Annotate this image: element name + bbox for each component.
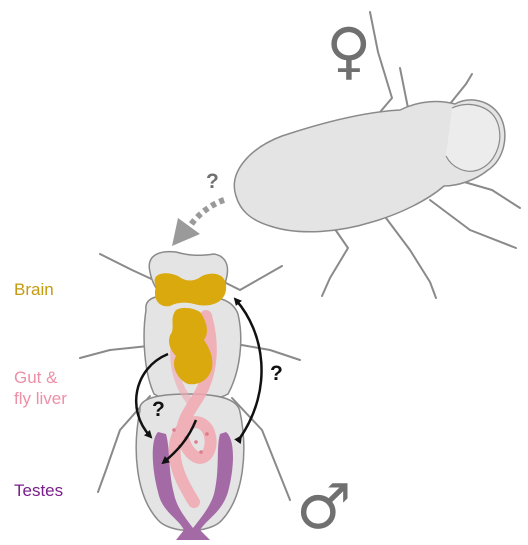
male-symbol: ♂ (296, 476, 352, 538)
question-mark-female-signal: ? (206, 170, 219, 194)
testes-label: Testes (14, 480, 63, 501)
brain-label: Brain (14, 279, 54, 300)
male-leg (236, 344, 300, 360)
female-fly (234, 12, 520, 298)
male-leg (80, 346, 148, 358)
female-symbol: ♀ (326, 20, 371, 82)
female-to-male-arrow (172, 200, 224, 246)
female-leg (322, 222, 348, 296)
female-leg (430, 200, 516, 248)
gut-label: Gut & fly liver (14, 367, 67, 409)
question-mark-gut-testes: ? (152, 398, 165, 422)
question-mark-brain-testes: ? (270, 362, 283, 386)
female-leg (380, 210, 436, 298)
